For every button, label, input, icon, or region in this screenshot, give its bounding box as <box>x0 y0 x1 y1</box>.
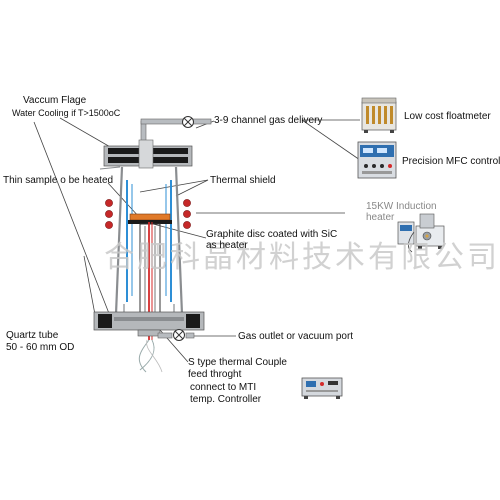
label-quartz-line2: 50 - 60 mm OD <box>6 342 75 353</box>
top-valve-icon <box>182 116 194 128</box>
floatmeter-device-icon <box>361 97 397 133</box>
quartz-tube <box>99 166 184 315</box>
label-induction-line2: heater <box>366 212 395 223</box>
label-gas-delivery: 3-9 channel gas delivery <box>214 115 323 126</box>
top-vacuum-flange <box>103 139 193 169</box>
label-mfc: Precision MFC control <box>402 156 500 167</box>
leader-mfc <box>301 119 361 161</box>
label-thin-sample: Thin sample o be heated <box>3 175 114 186</box>
leader-thin-sample <box>107 182 141 219</box>
leader-shield-left <box>139 179 209 193</box>
top-gas-line <box>140 116 212 148</box>
thin-sample <box>129 213 171 221</box>
bottom-valve-icon <box>173 329 185 341</box>
induction-heater-device-icon <box>397 213 445 253</box>
label-water-cooling: Water Cooling if T>1500oC <box>12 108 121 118</box>
thermal-shield <box>126 180 172 302</box>
label-floatmeter: Low cost floatmeter <box>404 111 491 122</box>
induction-coil <box>105 199 191 229</box>
leader-quartz-tube <box>33 121 111 317</box>
label-thermocouple-line2: feed throght <box>188 369 242 380</box>
label-vacuum-flange: Vaccum Flage <box>23 95 87 106</box>
label-induction-line1: 15KW Induction <box>366 201 437 212</box>
watermark: 合肥科晶材料技术有限公司 <box>104 240 500 275</box>
bottom-gas-line <box>157 329 195 341</box>
label-graphite-line2: as heater <box>206 240 248 251</box>
label-quartz-line1: Quartz tube <box>6 330 59 341</box>
graphite-heater <box>128 213 172 319</box>
label-thermocouple-line1: S type thermal Couple <box>188 357 287 368</box>
mfc-device-icon <box>357 141 397 179</box>
leader-quartz-lower <box>83 255 97 321</box>
label-gas-outlet: Gas outlet or vacuum port <box>238 331 354 342</box>
temp-controller-device-icon <box>301 377 343 399</box>
leader-shield-right <box>175 179 209 197</box>
label-controller-line1: connect to MTI <box>190 382 257 393</box>
leader-vacuum-flange <box>59 117 113 149</box>
bottom-flange <box>93 311 205 337</box>
label-controller-line2: temp. Controller <box>190 394 262 405</box>
label-thermal-shield: Thermal shield <box>210 175 276 186</box>
label-graphite-line1: Graphite disc coated with SiC <box>206 229 338 240</box>
